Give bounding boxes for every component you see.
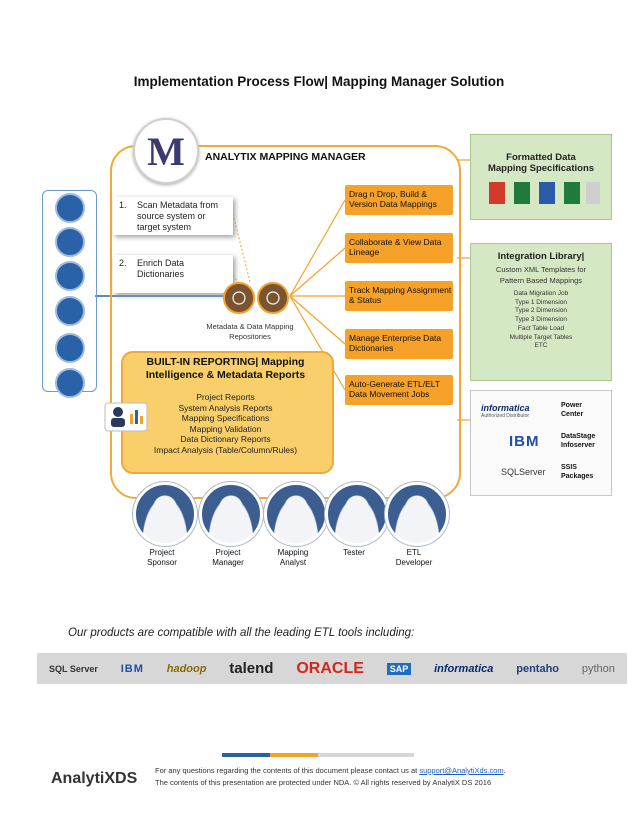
step-text: Enrich Data Dictionaries [137,258,185,279]
report-item: Data Dictionary Reports [180,434,271,444]
step-number: 1. [119,200,127,210]
database-check-icon [55,296,85,326]
file-format-icons [489,182,600,204]
template-item: Fact Table Load [517,324,565,332]
action-auto-generate: Auto-Generate ETL/ELT Data Movement Jobs [345,375,453,405]
informatica-logo: informatica [434,662,494,675]
etl-developer-avatar [385,482,449,546]
report-item: Impact Analysis (Table/Column/Rules) [153,444,298,455]
compatibility-text: Our products are compatible with all the… [68,627,415,639]
step-enrich-dictionaries: 2. Enrich Data Dictionaries [113,255,233,293]
pentaho-logo: pentaho [516,662,560,675]
template-item: ETC [534,342,548,350]
sqlserver-logo: SQL Server [49,663,98,674]
project-manager-avatar [199,482,263,546]
ibm-logo: IBM [509,433,540,450]
report-item: Mapping Specifications [181,413,270,423]
step-scan-metadata: 1. Scan Metadata from source system or t… [113,197,233,235]
integration-subtitle: Custom XML Templates for Pattern Based M… [495,265,587,285]
builtin-reporting-title: BUILT-IN REPORTING| Mapping Intelligence… [145,356,306,381]
footer-divider [270,753,318,757]
role-label: Tester [343,548,365,557]
step-text: Scan Metadata from source system or targ… [137,200,219,232]
report-item: System Analysis Reports [178,402,273,413]
analytix-logo-icon: M [133,118,199,184]
template-item: Type 3 Dimension [514,316,568,324]
analyst-report-icon [104,402,148,432]
project-sponsor-avatar [133,482,197,546]
integration-library-panel: Integration Library| Custom XML Template… [470,243,612,381]
template-item: Multiple Target Tables [509,333,573,341]
formatted-specs-title: Formatted Data Mapping Specifications [487,152,595,174]
mapping-manager-title: ANALYTIX MAPPING MANAGER [205,151,366,163]
database-stack-icon [55,261,85,291]
report-item: Mapping Validation [189,423,262,434]
etl-tools-panel: informatica Authorized Distributor Power… [470,390,612,496]
integration-template-list: Data Migration Job Type 1 Dimension Type… [471,290,611,351]
formatted-specs-panel: Formatted Data Mapping Specifications [470,134,612,220]
hadoop-logo: hadoop [166,662,207,675]
support-email-link[interactable]: support@AnalytiXds.com [419,766,504,775]
sap-logo: SAP [386,662,412,675]
mapping-analyst-avatar [264,482,328,546]
database-icon [55,227,85,257]
action-drag-drop: Drag n Drop, Build & Version Data Mappin… [345,185,453,215]
xml-icon [55,368,85,398]
step-number: 2. [119,258,127,268]
talend-logo: talend [229,660,274,677]
python-logo: python [581,662,615,675]
etl-logos-bar: SQL Server IBM hadoop talend ORACLE SAP … [37,653,627,684]
action-collaborate-lineage: Collaborate & View Data Lineage [345,233,453,263]
oracle-logo: ORACLE [296,659,364,677]
informatica-logo: informatica Authorized Distributor [481,403,530,419]
template-item: Type 1 Dimension [514,298,568,306]
repository-icon [223,282,289,314]
document-icon [55,333,85,363]
page-title: Implementation Process Flow| Mapping Man… [133,74,505,89]
server-icon [55,193,85,223]
footer-divider [222,753,270,757]
analytixds-logo: AnalytiXDS [51,770,138,787]
tester-avatar [325,482,389,546]
footer-text: For any questions regarding the contents… [155,765,625,789]
sqlserver-logo: SQLServer [501,467,546,477]
action-track-mapping: Track Mapping Assignment & Status [345,281,453,311]
footer-divider [318,753,414,757]
repository-label: Metadata & Data Mapping Repositories [206,322,294,341]
template-item: Data Migration Job [513,290,569,297]
integration-title: Integration Library| [497,251,585,262]
report-item: Project Reports [196,392,255,402]
action-manage-dictionaries: Manage Enterprise Data Dictionaries [345,329,453,359]
copyright-text: The contents of this presentation are pr… [155,778,492,787]
builtin-report-list: Project Reports System Analysis Reports … [121,392,330,455]
template-item: Type 2 Dimension [514,307,568,315]
ibm-logo: IBM [120,662,144,675]
